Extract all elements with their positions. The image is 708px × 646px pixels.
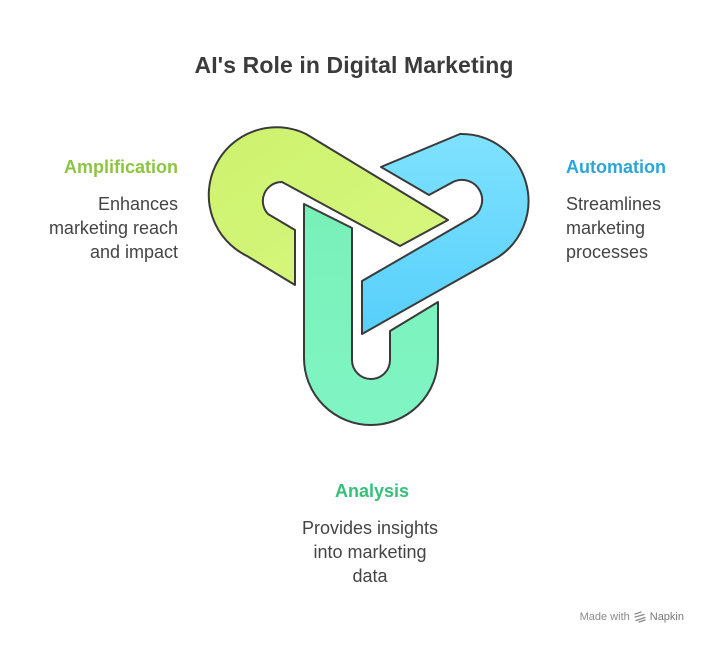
amplification-description-line: marketing reach — [48, 218, 178, 238]
page-title: AI's Role in Digital Marketing — [194, 52, 514, 78]
amplification-loop-shape — [207, 126, 449, 286]
amplification-description-line: and impact — [89, 242, 178, 262]
analysis-description-line: data — [352, 566, 388, 586]
analysis-loop-shape — [303, 203, 439, 426]
automation-description-line: marketing — [566, 218, 646, 238]
amplification-heading: Amplification — [63, 157, 178, 177]
napkin-brand-label: Napkin — [649, 611, 684, 623]
analysis-description-line: into marketing — [313, 542, 427, 562]
amplification-description-line: Enhances — [97, 194, 178, 214]
automation-heading: Automation — [566, 157, 666, 177]
analysis-description: Provides insights into marketing data — [0, 516, 708, 588]
analysis-heading: Analysis — [334, 481, 410, 501]
automation-description: Streamlines marketing processes — [566, 192, 661, 264]
analysis-description-line: Provides insights — [301, 518, 439, 538]
made-with-napkin-credit[interactable]: Made with Napkin — [580, 611, 684, 623]
automation-loop-shape — [361, 132, 530, 335]
made-with-label: Made with — [579, 611, 630, 623]
amplification-description: Enhances marketing reach and impact — [49, 192, 178, 264]
automation-description-line: processes — [566, 242, 649, 262]
automation-description-line: Streamlines — [566, 194, 662, 214]
napkin-logo-icon — [634, 611, 646, 623]
